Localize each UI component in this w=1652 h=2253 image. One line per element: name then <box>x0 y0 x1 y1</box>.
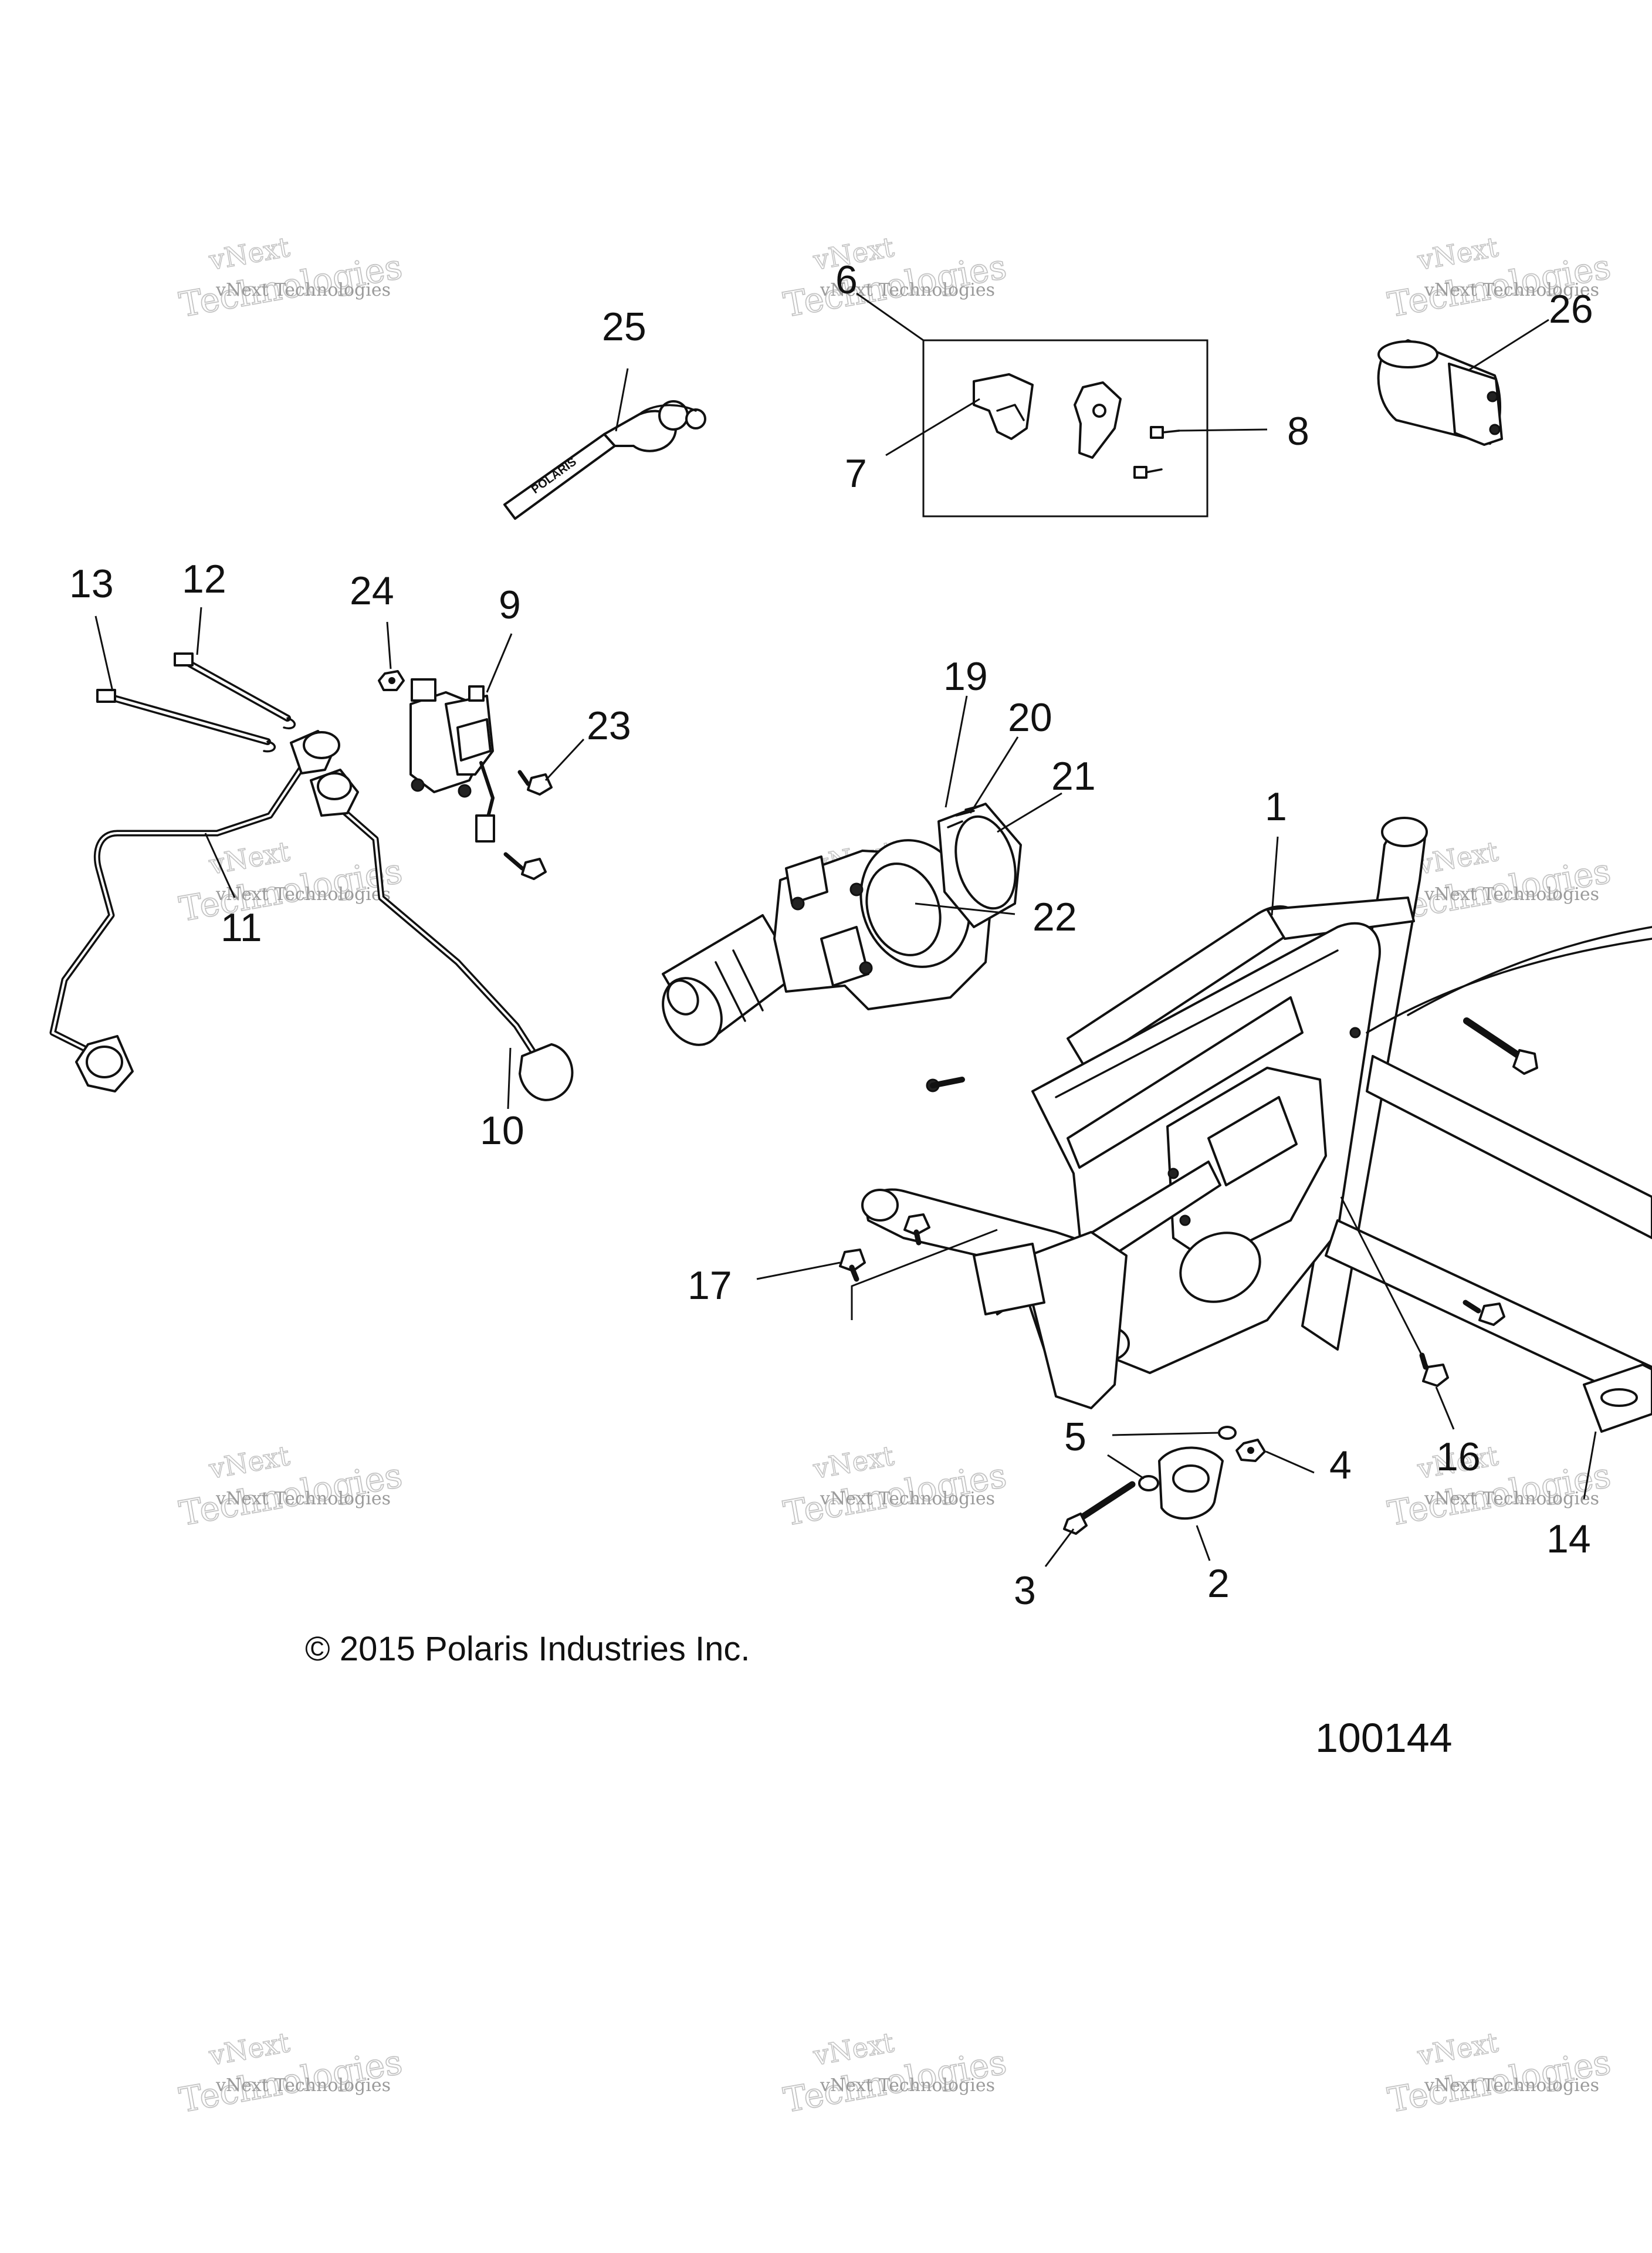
callout-23: 23 <box>587 703 631 748</box>
part-10-cable <box>310 769 574 1109</box>
diagram-reference-number: 100144 <box>1315 1715 1453 1761</box>
callout-2: 2 <box>1207 1561 1230 1606</box>
callout-22: 22 <box>1032 895 1077 939</box>
callout-17: 17 <box>688 1263 732 1308</box>
callout-25: 25 <box>602 305 646 349</box>
callout-20: 20 <box>1008 695 1052 740</box>
callout-12: 12 <box>182 557 226 601</box>
hardware-fasteners <box>756 1017 1538 1567</box>
callout-10: 10 <box>480 1108 524 1153</box>
part-1-bumper <box>861 817 1652 1409</box>
callout-16: 16 <box>1436 1435 1481 1479</box>
part-6-kit-box <box>856 292 1268 517</box>
callout-11: 11 <box>221 905 262 950</box>
winch-assembly <box>662 695 1062 1046</box>
copyright-notice: © 2015 Polaris Industries Inc. <box>305 1630 750 1668</box>
callout-24: 24 <box>350 569 394 613</box>
parts-12-13-cables <box>94 607 296 753</box>
callout-5: 5 <box>1064 1415 1086 1459</box>
part-9-contactor <box>378 621 585 880</box>
watermark-caption: vNext Technologies <box>820 1489 995 1509</box>
part-11-harness <box>49 730 340 1092</box>
callout-21: 21 <box>1051 754 1096 799</box>
callout-19: 19 <box>943 654 988 699</box>
watermark-caption: vNext Technologies <box>215 884 391 905</box>
callout-4: 4 <box>1329 1443 1352 1487</box>
callout-6: 6 <box>835 258 858 302</box>
callout-3: 3 <box>1014 1568 1036 1613</box>
part-26-cover <box>1377 319 1549 446</box>
callout-8: 8 <box>1287 409 1309 454</box>
watermark-caption: vNext Technologies <box>1424 1489 1599 1509</box>
callout-26: 26 <box>1549 287 1593 331</box>
watermark-caption: vNext Technologies <box>215 1489 391 1509</box>
watermark-caption: vNext Technologies <box>215 2075 391 2096</box>
callout-14: 14 <box>1546 1517 1591 1561</box>
callout-labels: 1 2 3 4 5 6 7 8 9 10 11 12 13 14 16 17 1… <box>69 258 1593 1613</box>
part-14-receiver-plate <box>1583 1364 1652 1500</box>
watermark-caption: vNext Technologies <box>820 280 995 300</box>
watermark-caption: vNext Technologies <box>1424 280 1599 300</box>
callout-9: 9 <box>499 583 521 627</box>
part-25-winch-strap: POLARIS <box>503 368 706 520</box>
callout-1: 1 <box>1265 784 1287 829</box>
callout-13: 13 <box>69 561 114 606</box>
callout-7: 7 <box>845 451 867 496</box>
watermark-caption: vNext Technologies <box>215 280 391 300</box>
watermark-caption: vNext Technologies <box>820 2075 995 2096</box>
watermark-caption: vNext Technologies <box>1424 2075 1599 2096</box>
watermark-caption: vNext Technologies <box>1424 884 1599 905</box>
